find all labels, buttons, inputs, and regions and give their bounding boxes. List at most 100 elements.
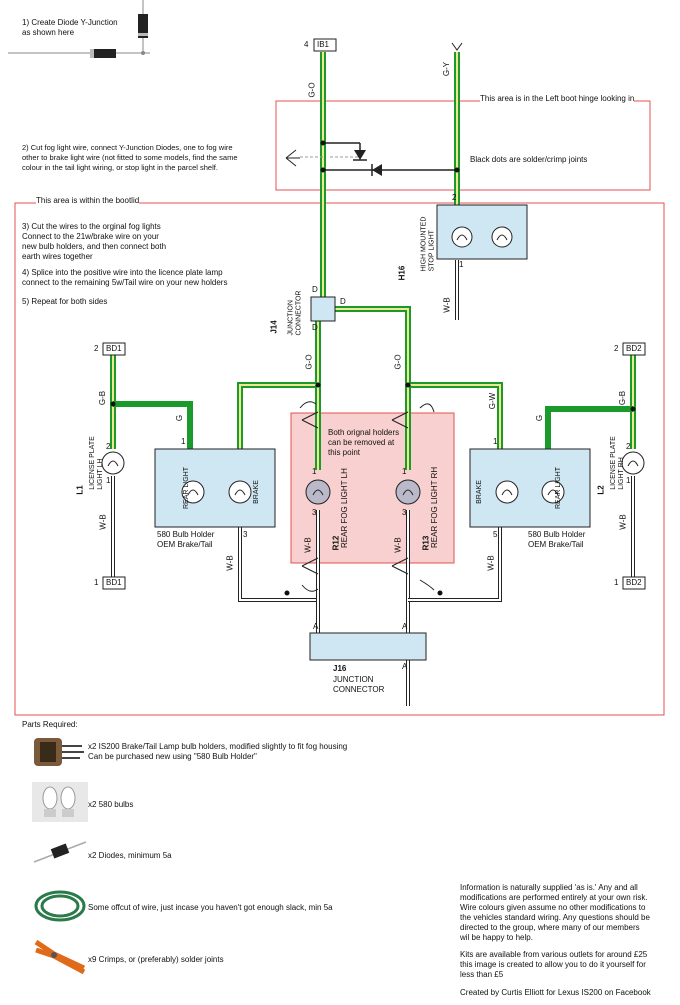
pin-2-l2: 2 [626, 442, 631, 451]
pin-d-j14-right: D [340, 297, 346, 306]
pin-3-left-holder: 3 [243, 530, 248, 539]
step2-note: 2) Cut fog light wire, connect Y-Junctio… [22, 143, 238, 172]
j14-connector-box [310, 296, 336, 322]
wire-w-b-right-holder: W-B [486, 555, 496, 571]
ib1-label: IB1 [317, 40, 330, 49]
wire-g-o-top: G-O [307, 82, 317, 98]
left-holder-brake: BRAKE [252, 480, 260, 504]
left-hinge-note: This area is in the Left boot hinge look… [480, 94, 635, 104]
removed-note: Both orignal holders can be removed at t… [328, 428, 400, 457]
pin-a-j16-right: A [402, 622, 408, 631]
l2-license-light-bulb [621, 451, 645, 475]
bulb-holder-photo-icon [34, 738, 84, 766]
wire-g-right: G [535, 414, 545, 422]
left-hinge-area [275, 100, 651, 191]
bulb-pair-photo-icon [32, 782, 88, 822]
pin-1-l1: 1 [106, 476, 111, 485]
footer-disclaimer: Information is naturally supplied 'as is… [460, 883, 650, 942]
bd2-bottom-label: BD2 [626, 578, 642, 587]
pin-a-j16-left: A [313, 622, 319, 631]
left-holder-caption: 580 Bulb Holder OEM Brake/Tail [157, 530, 215, 549]
bd2-top-connector [622, 342, 646, 356]
footer-credit: Created by Curtis Elliott for Lexus IS20… [460, 988, 651, 997]
l1-license-light-bulb [101, 451, 125, 475]
left-holder-rear-light: REAR LIGHT [183, 466, 191, 510]
solder-note: Black dots are solder/crimp joints [470, 155, 588, 164]
h16-stop-light-box [436, 204, 528, 260]
ib1-pin: 4 [304, 40, 309, 49]
right-holder-rear-light: REAR LIGHT [555, 466, 563, 510]
footer-kits: Kits are available from various outlets … [460, 950, 648, 979]
bd1-top-connector [102, 342, 126, 356]
h16-code: H16 [397, 265, 407, 281]
r13-name: REAR FOG LIGHT RH [430, 466, 439, 548]
parts-item4: Some offcut of wire, just incase you hav… [88, 903, 333, 912]
step1-note: 1) Create Diode Y-Junction as shown here [22, 18, 118, 37]
diode-y-junction-illustration [8, 0, 150, 58]
wire-coil-photo-icon [34, 890, 86, 922]
j16-name: JUNCTION CONNECTOR [333, 675, 385, 694]
pin-3-r12: 3 [312, 508, 317, 517]
g-y-arrow-icon [451, 42, 463, 51]
wire-g-left: G [175, 414, 185, 422]
wire-g-b-left: G-B [98, 390, 108, 406]
r12-fog-bulb [305, 479, 331, 505]
wire-g-o-left: G-O [304, 354, 314, 370]
wire-w-b-left-holder: W-B [225, 555, 235, 571]
r13-fog-bulb [395, 479, 421, 505]
right-holder-caption: 580 Bulb Holder OEM Brake/Tail [528, 530, 586, 549]
bd1-top-pin: 2 [94, 344, 99, 353]
wire-w-b-r13: W-B [393, 537, 403, 553]
bd2-bottom-pin: 1 [614, 578, 619, 587]
step5-note: 5) Repeat for both sides [22, 297, 108, 306]
pin-d-j14-bottom: D [312, 323, 318, 332]
bd1-bottom-pin: 1 [94, 578, 99, 587]
wire-g-b-right: G-B [618, 390, 628, 406]
diode-y-junction [300, 142, 457, 176]
pin-5-right-holder: 5 [493, 530, 498, 539]
j14-name: JUNCTION CONNECTOR [287, 290, 303, 336]
right-bulb-holder-box [469, 448, 591, 528]
j14-code: J14 [269, 320, 279, 334]
wire-g-o-right: G-O [393, 354, 403, 370]
parts-heading: Parts Required: [22, 720, 78, 729]
wire-w-b-l2: W-B [618, 514, 628, 530]
parts-item2: x2 580 bulbs [88, 800, 134, 809]
bd2-top-label: BD2 [626, 344, 642, 353]
bd1-top-label: BD1 [106, 344, 122, 353]
pin-2-l1: 2 [106, 442, 111, 451]
bd2-bottom-connector [622, 576, 646, 590]
bd1-bottom-connector [102, 576, 126, 590]
parts-item1: x2 IS200 Brake/Tail Lamp bulb holders, m… [88, 742, 348, 761]
wire-g-y-top: G-Y [442, 61, 452, 77]
parts-item5: x9 Crimps, or (preferably) solder joints [88, 955, 224, 964]
pin-1-h16: 1 [459, 260, 464, 269]
earth-wires [111, 260, 635, 706]
pin-a-j16-bottom: A [402, 662, 408, 671]
l1-code: L1 [75, 485, 85, 495]
step4-note: 4) Splice into the positive wire into th… [22, 268, 228, 287]
parts-item3: x2 Diodes, minimum 5a [88, 851, 172, 860]
cut-wire-icons [285, 149, 435, 592]
bootlid-area [14, 202, 665, 716]
pin-1-right-holder: 1 [493, 437, 498, 446]
right-holder-brake: BRAKE [475, 480, 483, 504]
crimp-tool-photo-icon [34, 939, 86, 974]
pin-1-left-holder: 1 [181, 437, 186, 446]
diode-photo-icon [33, 841, 87, 863]
pin-3-r13: 3 [402, 508, 407, 517]
left-bulb-holder-box [154, 448, 276, 528]
j16-code: J16 [333, 664, 347, 673]
pin-1-r12: 1 [312, 467, 317, 476]
l2-name: LICENSE PLATE LIGHT RH [609, 436, 625, 490]
wire-w-b-l1: W-B [98, 514, 108, 530]
pin-d-j14-top: D [312, 285, 318, 294]
pin-1-r13: 1 [402, 467, 407, 476]
bd1-bottom-label: BD1 [106, 578, 122, 587]
pin-2-h16: 2 [452, 193, 457, 202]
wire-g-w-right: G-W [488, 392, 498, 410]
bootlid-note: This area is within the bootlid [36, 196, 140, 206]
j16-connector-box [309, 632, 427, 661]
r12-name: REAR FOG LIGHT LH [340, 468, 349, 548]
